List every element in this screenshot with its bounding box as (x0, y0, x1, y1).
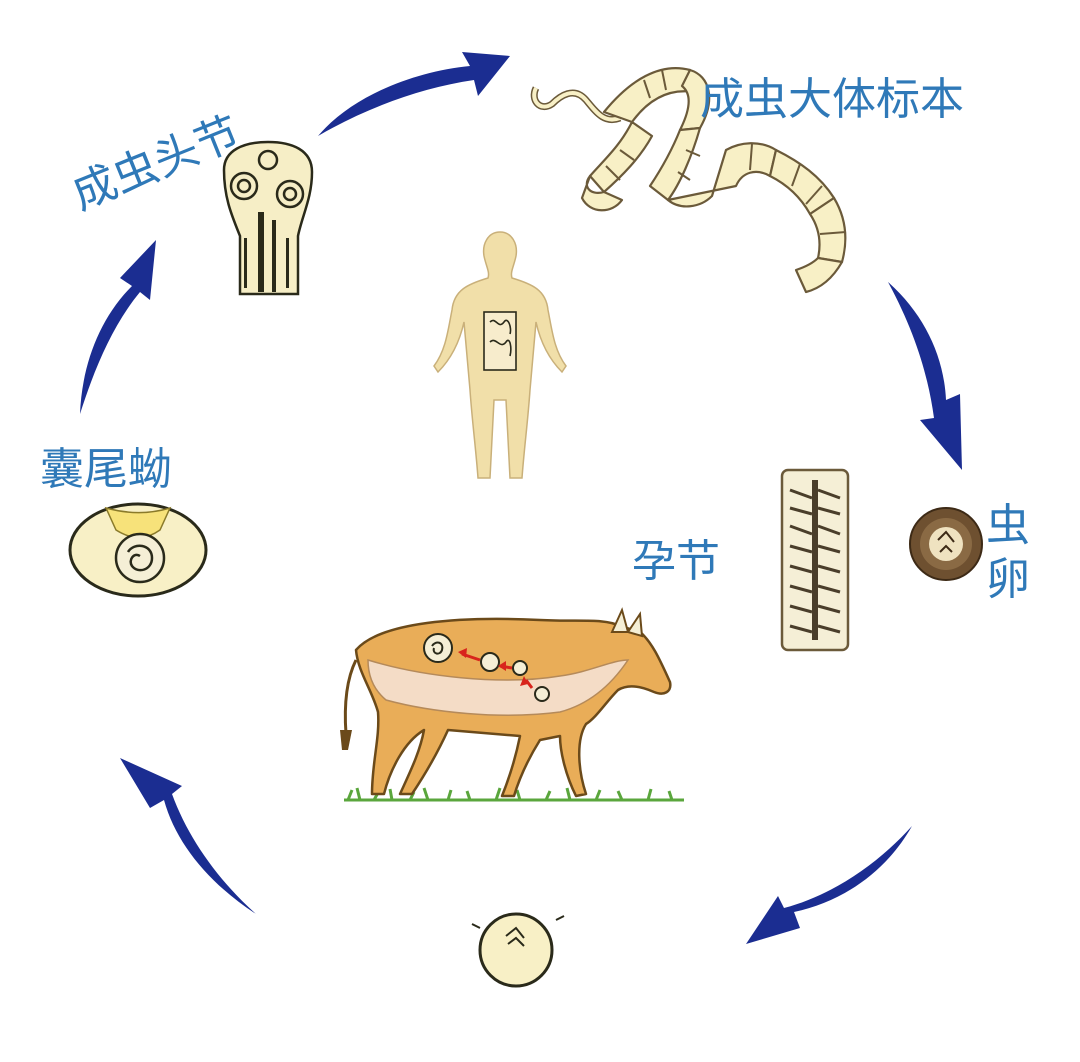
cycle-arrow-icon (80, 240, 156, 414)
adult-tapeworm-icon (530, 67, 847, 294)
cycle-arrow-icon (120, 758, 256, 914)
cow-lifecycle-stages (423, 633, 550, 702)
cycle-arrow-icon (746, 826, 912, 944)
cycle-arrow-icon (888, 282, 962, 470)
egg-label-line2: 卵 (986, 554, 1030, 605)
egg-label-line1: 虫 (986, 500, 1030, 551)
human-host-icon (433, 231, 567, 479)
scolex-icon (222, 140, 314, 296)
cow-host-icon (340, 607, 684, 802)
cysticercus-label: 囊尾蚴 (40, 444, 172, 495)
cycle-arrows (80, 52, 962, 944)
cycle-arrow-icon (318, 52, 510, 136)
egg-icon (909, 507, 983, 581)
gravid-proglottid-icon (780, 468, 850, 652)
scolex-label: 成虫头节 (65, 107, 247, 220)
adult-worm-label: 成虫大体标本 (700, 74, 964, 125)
gravid-proglottid-label: 孕节 (632, 536, 720, 587)
cysticercus-icon (68, 502, 208, 598)
grass (344, 787, 684, 802)
oncosphere-icon (471, 912, 565, 988)
